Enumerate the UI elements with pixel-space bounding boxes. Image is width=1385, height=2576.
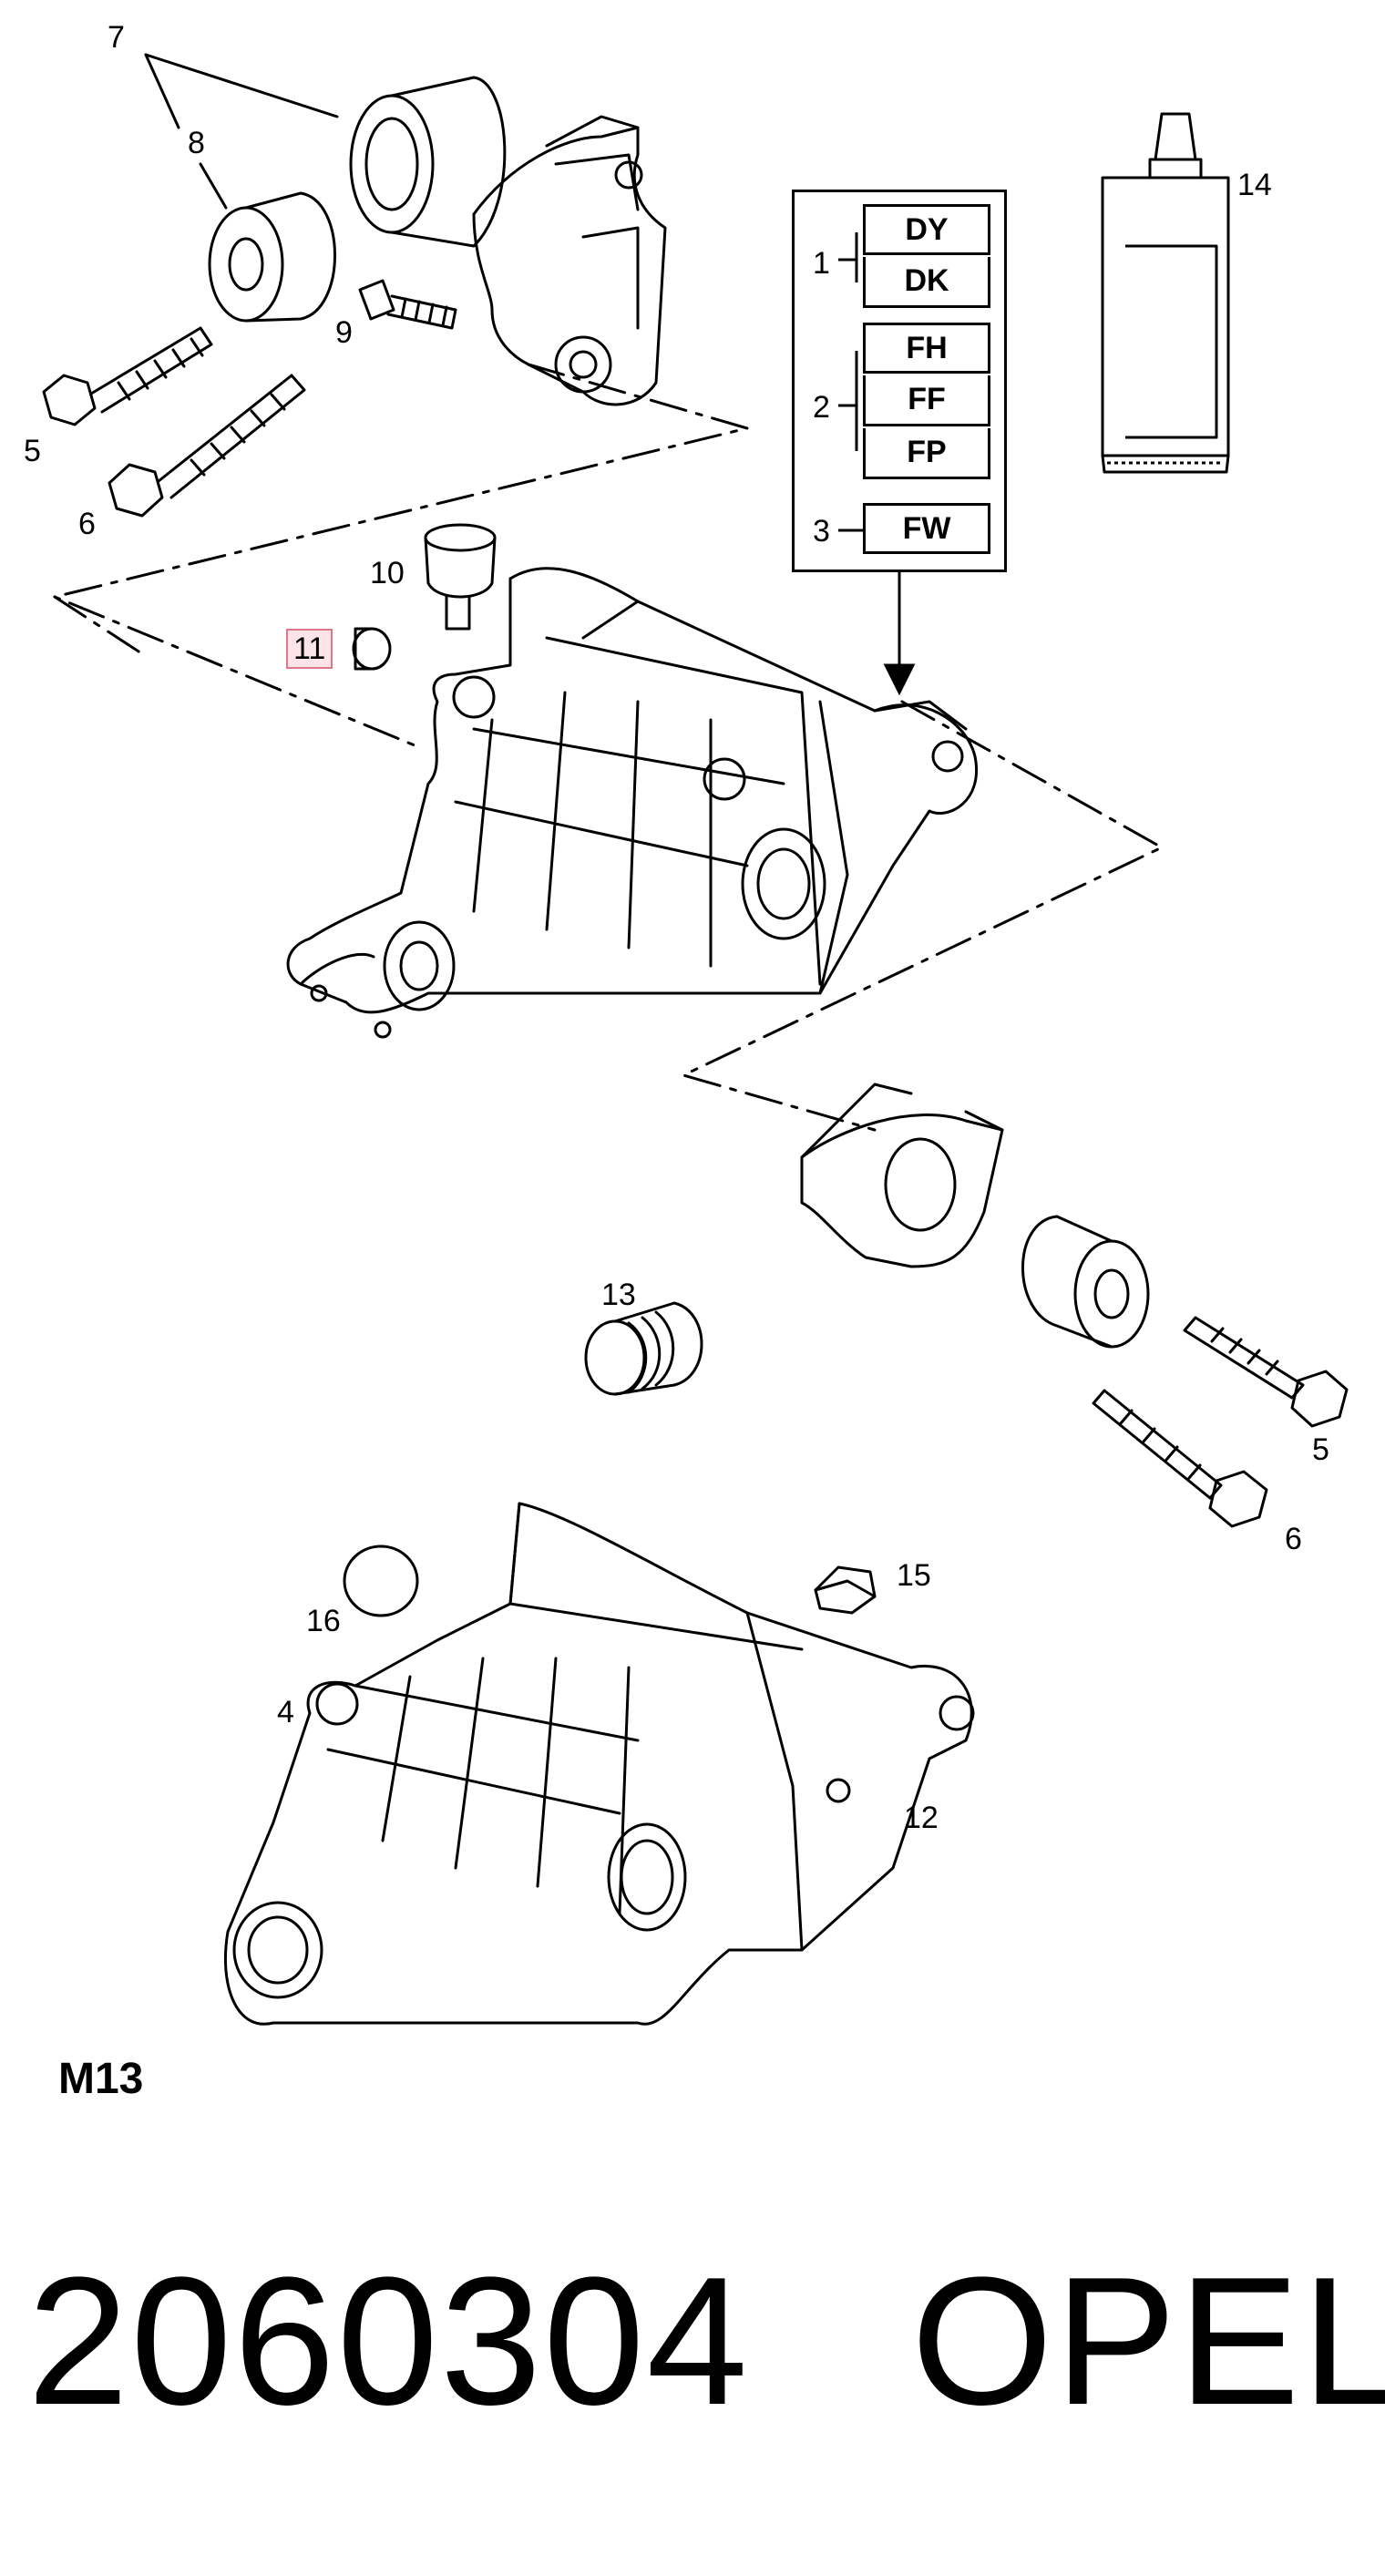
bolt-6-top [108, 374, 306, 518]
bolt-5-right [1183, 1316, 1349, 1428]
callout-16: 16 [306, 1604, 341, 1638]
callout-15: 15 [897, 1558, 931, 1593]
callout-13: 13 [601, 1278, 636, 1312]
code-table [792, 190, 1007, 572]
callout-9: 9 [335, 315, 353, 350]
spring-13 [584, 1301, 703, 1396]
code-box: FH [863, 323, 990, 374]
brand-name: OPEL [911, 2240, 1385, 2443]
large-bush [349, 76, 507, 248]
code-box: FP [863, 428, 990, 479]
grease-tube [1101, 112, 1230, 474]
code-box: DY [863, 204, 990, 255]
code-box: FF [863, 375, 990, 426]
assembly-lines-upper [53, 363, 1164, 1132]
exploded-parts-diagram [42, 53, 1349, 2026]
callout-14: 14 [1237, 168, 1272, 202]
bolt-15 [814, 1565, 877, 1615]
callout-10: 10 [370, 556, 405, 590]
group-bracket [838, 232, 858, 282]
group-bracket [838, 351, 858, 451]
code-table-arrow [883, 572, 916, 696]
callout-6: 6 [78, 507, 96, 541]
code-group-label: 1 [813, 246, 830, 281]
bolt-6-right [1092, 1389, 1268, 1528]
plug-11 [352, 627, 392, 671]
code-box: FW [863, 503, 990, 554]
diff-housing-upper [286, 567, 979, 1039]
small-bush [208, 191, 336, 323]
callout-4: 4 [277, 1695, 294, 1729]
leader-lines-top [144, 53, 339, 210]
callout-7: 7 [108, 20, 125, 55]
group-bracket [838, 529, 864, 532]
rear-bush [1021, 1215, 1150, 1349]
callout-11-highlighted: 11 [286, 629, 333, 669]
seal-cover-16 [343, 1545, 419, 1617]
callout-5: 5 [24, 434, 41, 468]
callout-8: 8 [188, 126, 205, 160]
code-group-label: 3 [813, 514, 830, 549]
callout-6: 6 [1285, 1522, 1302, 1556]
callout-5: 5 [1312, 1432, 1329, 1467]
code-group-label: 2 [813, 390, 830, 425]
part-number: 2060304 [27, 2240, 750, 2443]
breather-cap [424, 523, 497, 631]
bolt-9 [358, 279, 457, 330]
rear-bracket [800, 1083, 1004, 1268]
bolt-5-top [42, 326, 213, 426]
code-box: DK [863, 257, 990, 308]
diff-housing-lower [223, 1502, 975, 2026]
callout-12: 12 [904, 1801, 939, 1835]
mount-bracket [472, 115, 667, 406]
diagram-reference: M13 [58, 2055, 144, 2103]
